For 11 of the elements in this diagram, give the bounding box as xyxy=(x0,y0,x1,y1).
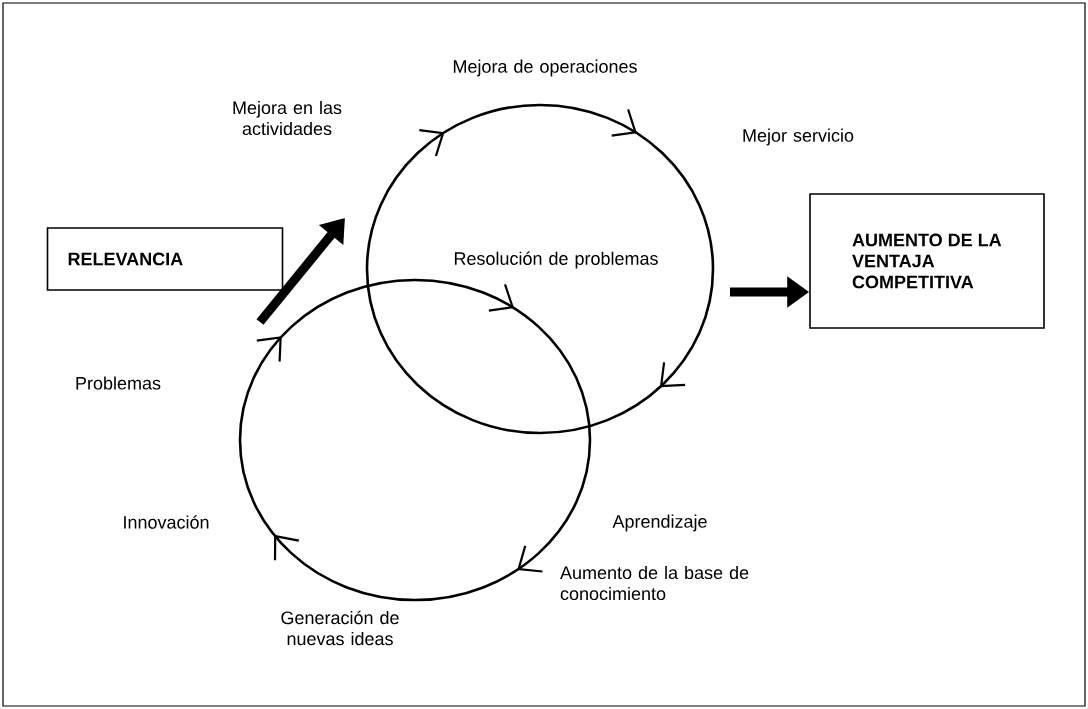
label: Mejor servicio xyxy=(743,128,854,146)
label: Aumento de la base de conocimiento xyxy=(560,565,749,601)
label: Mejora en las actividades xyxy=(233,100,342,136)
label: Mejora de operaciones xyxy=(453,59,637,77)
label: Innovación xyxy=(124,515,209,529)
label: Aprendizaje xyxy=(612,514,707,532)
text-box: AUMENTO DE LA VENTAJA COMPETITIVA xyxy=(809,193,1045,329)
text-box: RELEVANCIA xyxy=(46,227,284,291)
label: Problemas xyxy=(76,376,161,390)
cycle-circle xyxy=(365,103,715,435)
label: Resolución de problemas xyxy=(454,251,658,269)
